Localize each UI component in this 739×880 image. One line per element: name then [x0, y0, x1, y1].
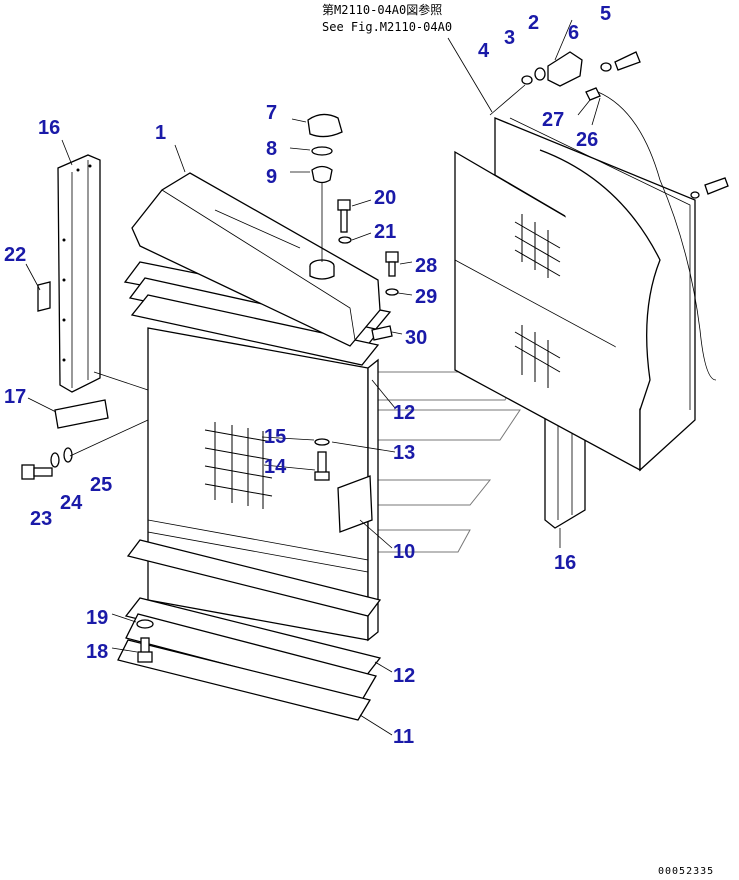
washer-19	[136, 619, 154, 629]
callout-25: 25	[90, 474, 112, 496]
callout-13: 13	[393, 442, 415, 464]
callout-7: 7	[266, 102, 277, 124]
callout-30: 30	[405, 327, 427, 349]
callout-24: 24	[60, 492, 83, 514]
reference-note-jp: 第M2110-04A0図参照	[322, 2, 442, 17]
callout-12-upper: 12	[393, 402, 415, 424]
bolt-right	[690, 177, 729, 199]
washer-15	[314, 438, 330, 446]
washer-6	[600, 62, 612, 72]
callout-11: 11	[393, 726, 414, 748]
callout-3: 3	[504, 27, 515, 49]
housing-2	[547, 51, 583, 87]
filler-neck	[311, 165, 333, 184]
bolt-28	[385, 251, 399, 277]
seal-3	[534, 67, 546, 81]
washer-29	[385, 288, 399, 296]
callout-labels: 1 2 3 4 5 6 7 8 9 10 11 12 12 13 14 15 1…	[4, 3, 611, 748]
callout-28: 28	[415, 255, 437, 277]
callout-5: 5	[600, 3, 611, 25]
callout-26: 26	[576, 129, 598, 151]
callout-16-left: 16	[38, 117, 60, 139]
bracket-10	[337, 475, 373, 533]
callout-27: 27	[542, 109, 564, 131]
callout-17: 17	[4, 386, 26, 408]
washer-24	[50, 452, 60, 468]
callout-1: 1	[155, 122, 166, 144]
bolt-5	[614, 51, 641, 71]
callout-2: 2	[528, 12, 539, 34]
callout-19: 19	[86, 607, 108, 629]
washer-21	[338, 236, 352, 244]
callout-8: 8	[266, 138, 277, 160]
overflow-hose	[597, 91, 717, 381]
leader-lines	[25, 19, 601, 736]
side-plate-left	[57, 154, 101, 393]
callout-4: 4	[478, 40, 490, 62]
fan-shroud	[454, 117, 696, 472]
bolt-18	[137, 637, 153, 663]
bolt-23	[21, 464, 53, 480]
plate-30	[371, 325, 393, 341]
callout-15: 15	[264, 426, 286, 448]
fitting-27	[585, 87, 601, 101]
callout-16-right: 16	[554, 552, 576, 574]
callout-9: 9	[266, 166, 277, 188]
callout-23: 23	[30, 508, 52, 530]
bracket-22	[37, 281, 51, 312]
washer-25	[63, 447, 73, 463]
reference-note-en: See Fig.M2110-04A0	[322, 20, 452, 34]
bracket-17	[54, 399, 109, 429]
callout-20: 20	[374, 187, 396, 209]
drawing-code: 00052335	[658, 866, 714, 877]
callout-14: 14	[264, 456, 287, 478]
radiator-cap	[307, 113, 343, 138]
bolt-20	[337, 199, 351, 233]
callout-12-lower: 12	[393, 665, 415, 687]
bolt-14	[314, 451, 330, 481]
callout-18: 18	[86, 641, 108, 663]
lower-tank	[117, 539, 382, 721]
callout-6: 6	[568, 22, 579, 44]
callout-22: 22	[4, 244, 26, 266]
washer-4	[521, 75, 533, 85]
upper-tank	[131, 172, 381, 347]
cap-ring	[311, 146, 333, 156]
callout-10: 10	[393, 541, 415, 563]
callout-21: 21	[374, 221, 396, 243]
callout-29: 29	[415, 286, 437, 308]
